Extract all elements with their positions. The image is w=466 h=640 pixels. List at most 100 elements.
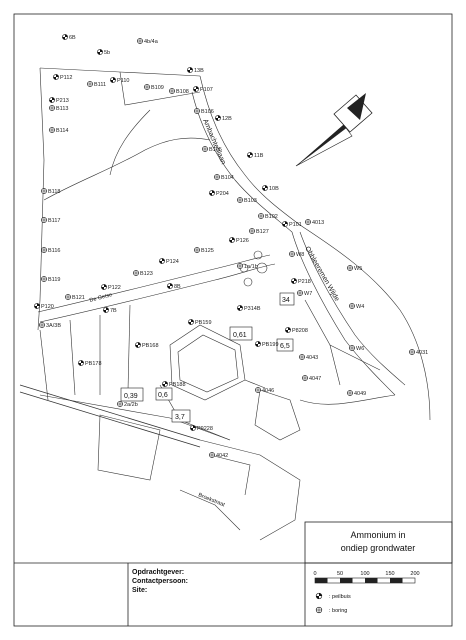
- sample-point-label: B123: [140, 271, 153, 277]
- sample-point-12b: 12B: [215, 115, 232, 122]
- sample-point-b105: B105: [202, 146, 222, 153]
- legend-peilbuis-label: : peilbuis: [329, 594, 351, 600]
- sample-point-pb188: PB188: [162, 381, 186, 388]
- sample-point-label: B106: [201, 109, 214, 115]
- legend-boring-label: : boring: [329, 608, 347, 614]
- sample-point-label: 1a/1b: [244, 264, 258, 270]
- map-title-line2: ondiep grondwater: [341, 543, 416, 553]
- sample-point-label: 13B: [194, 68, 204, 74]
- sample-point-7b: 7B: [103, 307, 117, 314]
- sample-point-label: B118: [48, 189, 60, 195]
- sample-point-label: B111: [94, 82, 106, 88]
- sample-point-label: 4031: [416, 350, 428, 356]
- sample-point-label: B105: [209, 147, 222, 153]
- sample-point-p218: P218: [291, 278, 311, 285]
- value-label-2: 6,5: [280, 343, 290, 350]
- sample-point-label: P213: [56, 98, 69, 104]
- sample-point-b119: B119: [41, 276, 60, 283]
- sample-point-w5: W5: [347, 265, 362, 272]
- sample-point-label: P126: [236, 238, 249, 244]
- sample-point-label: W5: [354, 266, 362, 272]
- sample-point-5b: 5b: [97, 49, 110, 56]
- sample-point-b103: B103: [237, 197, 257, 204]
- sample-point-label: P9228: [197, 426, 213, 432]
- value-label-3: 34: [282, 297, 290, 304]
- sample-point-6b: 6B: [62, 34, 76, 41]
- sample-point-label: B103: [244, 198, 257, 204]
- sample-point-label: B104: [221, 175, 234, 181]
- sample-point-4042: 4042: [209, 452, 228, 459]
- sample-point-label: 11B: [254, 153, 264, 159]
- sample-point-label: P218: [298, 279, 311, 285]
- sample-point-b113: B113: [49, 105, 68, 112]
- sample-point-label: P314B: [244, 306, 261, 312]
- sample-point-label: PB159: [195, 320, 212, 326]
- sample-points: 6B5b4b/4aP110B111P11213BP107B109B108P213…: [34, 34, 428, 459]
- street-ambachtenlaan: Ambachtenlaan: [201, 118, 226, 166]
- scale-tick-3: 150: [385, 571, 394, 577]
- value-label-6: 3,7: [175, 414, 185, 421]
- sample-point-label: 2a/2b: [124, 402, 138, 408]
- sample-point-b109: B109: [144, 84, 164, 91]
- sample-point-label: B108: [176, 89, 189, 95]
- sample-point-label: P101: [289, 222, 302, 228]
- sample-point-4031: 4031: [409, 349, 428, 356]
- sample-point-label: B102: [265, 214, 278, 220]
- sample-point-label: B114: [56, 128, 68, 134]
- sample-point-p8208: P8208: [285, 327, 308, 334]
- sample-point-label: 12B: [222, 116, 232, 122]
- sample-point-label: 4049: [354, 391, 366, 397]
- sample-point-4013: 4013: [305, 219, 324, 226]
- north-arrow-icon: [295, 93, 373, 167]
- sample-point-p101: P101: [282, 221, 302, 228]
- sample-point-label: P8208: [292, 328, 308, 334]
- sample-point-pb199: PB199: [255, 341, 279, 348]
- contact-label: Contactpersoon:: [132, 578, 188, 585]
- scale-tick-1: 50: [337, 571, 343, 577]
- map-linework: [19, 67, 431, 541]
- sample-point-label: B121: [72, 295, 85, 301]
- sample-point-b127: B127: [249, 228, 269, 235]
- sample-point-b123: B123: [133, 270, 153, 277]
- sample-point-2a-2b: 2a/2b: [117, 401, 138, 408]
- sample-point-label: P122: [108, 285, 121, 291]
- legend-peilbuis-icon: [315, 592, 323, 600]
- scale-tick-2: 100: [360, 571, 369, 577]
- sample-point-label: W4: [356, 304, 364, 310]
- sample-point-label: 4046: [262, 388, 274, 394]
- sample-point-p204: P204: [209, 190, 229, 197]
- scale-bar: 0 50 100 150 200: [313, 571, 420, 584]
- sample-point-label: PB188: [169, 382, 186, 388]
- sample-point-pb168: PB168: [135, 342, 159, 349]
- sample-point-label: 4047: [309, 376, 321, 382]
- sample-point-label: B116: [48, 248, 60, 254]
- sample-point-b114: B114: [49, 127, 68, 134]
- legend: : peilbuis : boring: [315, 592, 351, 614]
- sample-point-4047: 4047: [302, 375, 321, 382]
- sample-point-label: W7: [304, 291, 312, 297]
- title-box: [304, 521, 453, 564]
- sample-point-label: P204: [216, 191, 229, 197]
- sample-point-w7: W7: [297, 290, 312, 297]
- sample-point-p110: P110: [110, 77, 129, 84]
- sample-point-label: B113: [56, 106, 68, 112]
- sample-point-label: P107: [200, 87, 213, 93]
- sample-point-label: P120: [41, 304, 54, 310]
- sample-point-label: 4042: [216, 453, 228, 459]
- sample-point-p213: P213: [49, 97, 69, 104]
- scale-tick-4: 200: [410, 571, 419, 577]
- sample-point-13b: 13B: [187, 67, 204, 74]
- sample-point-8b: 8B: [167, 283, 181, 290]
- sample-point-4b-4a: 4b/4a: [137, 38, 159, 45]
- sample-point-pb178: PB178: [78, 360, 102, 367]
- sample-point-4049: 4049: [347, 390, 366, 397]
- sample-point-p120: P120: [34, 303, 54, 310]
- sample-point-label: 7B: [110, 308, 117, 314]
- scale-tick-0: 0: [313, 571, 316, 577]
- sample-point-10b: 10B: [262, 185, 279, 192]
- sample-point-b104: B104: [214, 174, 234, 181]
- value-label-1: 0,61: [233, 332, 247, 339]
- sample-point-b106: B106: [194, 108, 214, 115]
